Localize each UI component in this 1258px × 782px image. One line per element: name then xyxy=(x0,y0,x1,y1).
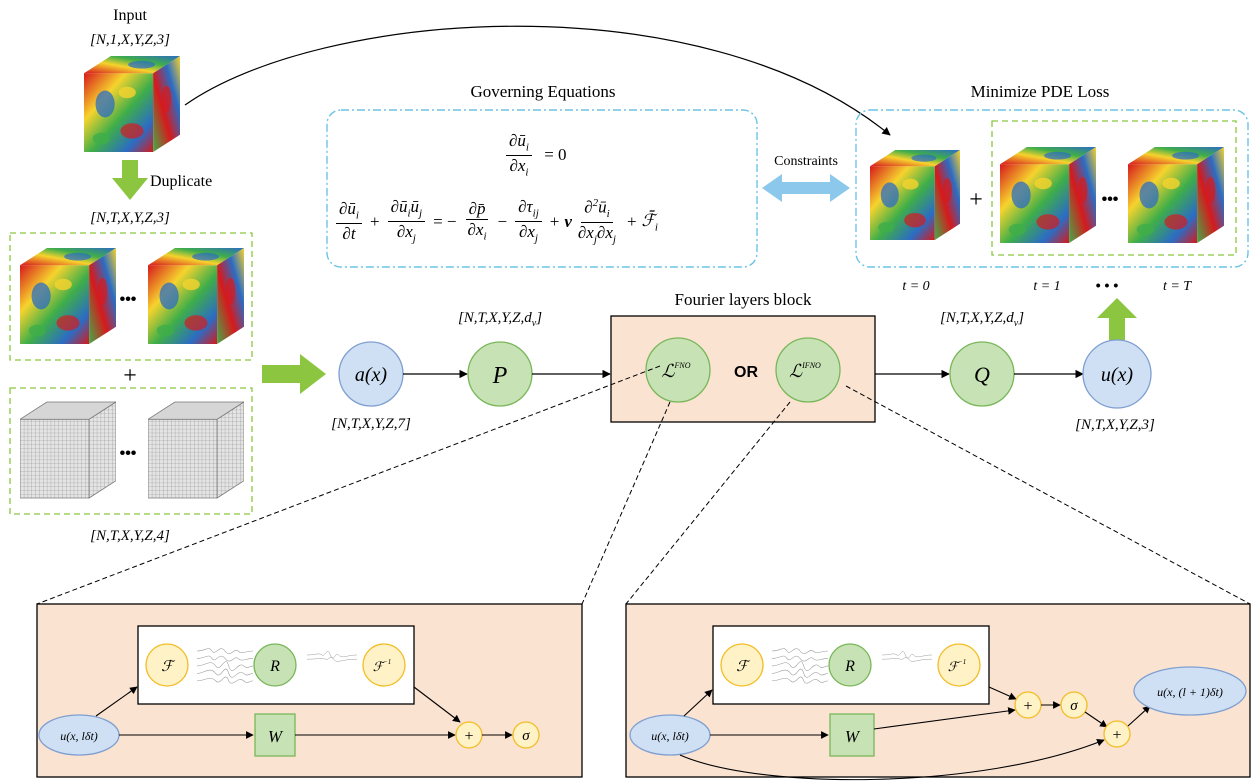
node-p-label: P xyxy=(492,363,508,389)
ifno-sigma-to-plus2 xyxy=(1084,711,1108,728)
duplicate-arrow xyxy=(112,160,148,200)
grid-shape: [N,T,X,Y,Z,4] xyxy=(90,528,170,544)
dup-flow-cube-1 xyxy=(20,248,116,344)
input-flow-cube xyxy=(84,56,180,152)
zoom-line-ifno-left xyxy=(625,401,791,605)
grid-input-box xyxy=(9,387,253,515)
governing-title: Governing Equations xyxy=(471,82,616,101)
zoom-line-ifno-right xyxy=(845,385,1251,605)
duplicate-label: Duplicate xyxy=(150,173,212,190)
ifno-finv-label: ℱ−1 xyxy=(948,658,966,674)
ifno-input-label: u(x, lδt) xyxy=(651,729,689,743)
fno-sigma-label: σ xyxy=(522,728,530,744)
u-to-loss-arrow xyxy=(1097,298,1137,340)
ifno-w-label: W xyxy=(845,727,861,746)
shape-after-p: [N,T,X,Y,Z,dv] xyxy=(458,310,542,329)
constraints-label: Constraints xyxy=(774,154,838,169)
constraints-arrow xyxy=(762,174,850,202)
node-a-label: a(x) xyxy=(355,364,388,386)
fno-spectral-to-plus xyxy=(413,686,461,723)
loss-ellipsis: ••• xyxy=(1102,191,1119,208)
future-steps-box xyxy=(991,120,1237,256)
ifno-r-label: R xyxy=(844,658,855,675)
ifno-plus2-label: + xyxy=(1112,727,1121,744)
t1-label: t = 1 xyxy=(1033,279,1060,294)
ifno-input-to-spectral xyxy=(683,689,713,717)
fno-input-to-spectral xyxy=(95,686,138,717)
loss-plus: + xyxy=(969,187,983,213)
zoom-line-fno-left xyxy=(36,365,661,605)
continuity-equation: ∂ūi ∂xi = 0 xyxy=(503,132,572,179)
fno-sigma-node[interactable] xyxy=(512,721,540,749)
grid-cube-2 xyxy=(148,401,244,499)
fno-finv-label: ℱ−1 xyxy=(373,658,391,674)
node-l-ifno-label: ℒIFNO xyxy=(789,361,821,381)
fno-f-label: ℱ xyxy=(161,659,176,675)
dup-shape: [N,T,X,Y,Z,3] xyxy=(90,210,170,226)
shape-out: [N,T,X,Y,Z,3] xyxy=(1075,417,1155,433)
momentum-equation: ∂ūi ∂t + ∂ūiūj ∂xj = − ∂p̄ ∂xi − ∂τij ∂x… xyxy=(333,197,658,246)
ifno-plus2-node[interactable] xyxy=(1103,720,1131,748)
node-q-label: Q xyxy=(974,362,990,387)
dup-ellipsis: ••• xyxy=(120,291,137,308)
shape-before-q: [N,T,X,Y,Z,dv] xyxy=(940,310,1024,329)
fno-r-label: R xyxy=(269,658,280,675)
ifno-f-label: ℱ xyxy=(736,659,751,675)
ifno-skip-connection xyxy=(679,739,1105,781)
t-dots: • • • xyxy=(1096,277,1119,293)
fno-plus-label: + xyxy=(464,728,473,745)
ifno-r-node[interactable] xyxy=(828,643,872,687)
plus-mid: + xyxy=(123,363,137,389)
ifno-w-to-plus1 xyxy=(873,707,1016,730)
minimize-title: Minimize PDE Loss xyxy=(971,82,1110,101)
node-u-label: u(x) xyxy=(1101,364,1134,386)
ifno-plus2-to-output xyxy=(1127,705,1151,727)
tT-label: t = T xyxy=(1163,279,1192,294)
input-title: Input xyxy=(113,7,147,24)
fno-w-label: W xyxy=(268,727,284,746)
t0-label: t = 0 xyxy=(902,279,929,294)
ifno-plus1-label: + xyxy=(1023,698,1032,715)
fno-input-label: u(x, lδt) xyxy=(60,729,98,743)
dup-flow-cube-2 xyxy=(148,248,244,344)
shape-after-a: [N,T,X,Y,Z,7] xyxy=(331,416,411,432)
zoom-line-fno-right xyxy=(581,401,671,605)
input-to-loss-arrow xyxy=(184,25,891,136)
ifno-sigma-node[interactable] xyxy=(1060,691,1088,719)
grid-cube-1 xyxy=(20,401,116,499)
fourier-title: Fourier layers block xyxy=(675,290,812,309)
fno-finv-node[interactable] xyxy=(362,643,406,687)
fno-r-node[interactable] xyxy=(253,643,297,687)
ifno-output-label: u(x, (l + 1)δt) xyxy=(1157,685,1223,699)
loss-cube-tT xyxy=(1128,147,1224,243)
fno-f-node[interactable] xyxy=(145,643,189,687)
node-l-ifno[interactable] xyxy=(775,337,841,403)
input-shape: [N,1,X,Y,Z,3] xyxy=(90,32,170,48)
governing-box xyxy=(326,109,758,268)
or-label: OR xyxy=(734,364,758,381)
node-u[interactable] xyxy=(1082,339,1152,409)
ifno-sigma-label: σ xyxy=(1070,698,1078,714)
loss-cube-t0 xyxy=(870,150,960,240)
pde-loss-box xyxy=(855,109,1249,268)
inputs-to-a-arrow xyxy=(262,354,326,394)
node-l-fno[interactable] xyxy=(645,337,711,403)
node-l-fno-label: ℒFNO xyxy=(662,361,691,381)
ifno-output-node[interactable] xyxy=(1133,666,1247,716)
loss-cube-t1 xyxy=(1000,147,1096,243)
ifno-finv-node[interactable] xyxy=(937,643,981,687)
ifno-f-node[interactable] xyxy=(720,643,764,687)
duplicated-input-box xyxy=(9,232,253,361)
ifno-spectral-to-plus1 xyxy=(988,686,1017,700)
grid-ellipsis: ••• xyxy=(120,445,137,462)
ifno-w-box[interactable] xyxy=(829,713,875,757)
fno-w-box[interactable] xyxy=(254,713,296,757)
